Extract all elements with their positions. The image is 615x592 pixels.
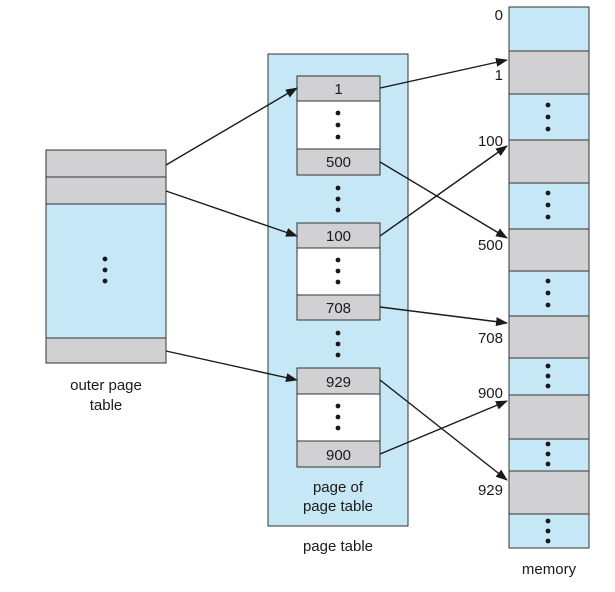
memory-ellipsis-1	[545, 102, 551, 132]
memory-ellipsis-2	[545, 190, 551, 220]
memory-frame-1	[508, 50, 590, 95]
between-pages-ellipsis-1	[335, 185, 341, 213]
outer-entry-2	[45, 176, 167, 205]
arrow-entry-900-to-frame-900	[379, 400, 508, 455]
memory-ellipsis-3	[545, 278, 551, 308]
outer-table-label-line1: outer page	[70, 377, 142, 394]
memory-address-0: 0	[495, 7, 503, 24]
memory-address-1: 1	[495, 67, 503, 84]
arrow-entry-708-to-frame-708	[379, 306, 508, 327]
memory-address-929: 929	[478, 482, 503, 499]
memory-frame-929	[508, 470, 590, 515]
page-3-ellipsis	[335, 403, 341, 431]
arrow-entry-500-to-frame-500	[379, 161, 508, 239]
memory-label: memory	[522, 561, 577, 578]
entry-929-label: 929	[326, 374, 351, 391]
arrow-entry-1-to-frame-1	[379, 57, 508, 89]
memory-ellipsis-6	[545, 518, 551, 544]
memory-address-708: 708	[478, 330, 503, 347]
arrow-entry-100-to-frame-100	[379, 145, 508, 237]
page-of-page-table-label-line2: page table	[303, 498, 373, 515]
memory-frame-100	[508, 139, 590, 184]
arrow-outer-to-page-1	[165, 87, 298, 166]
arrow-outer-to-page-3	[165, 350, 298, 383]
memory-ellipsis-4	[545, 363, 551, 389]
entry-500-label: 500	[326, 154, 351, 171]
memory: 0 1 100 500 708 900 929	[478, 6, 590, 549]
outer-entry-1	[45, 149, 167, 178]
entry-900	[296, 440, 381, 468]
outer-table-label-line2: table	[90, 397, 123, 414]
page-table-label: page table	[303, 538, 373, 555]
memory-address-500: 500	[478, 237, 503, 254]
between-pages-ellipsis-2	[335, 330, 341, 358]
memory-address-900: 900	[478, 385, 503, 402]
outer-entry-last	[45, 337, 167, 364]
memory-ellipsis-5	[545, 441, 551, 467]
memory-frame-500	[508, 228, 590, 272]
arrows	[165, 57, 508, 481]
entry-900-label: 900	[326, 447, 351, 464]
entry-100	[296, 222, 381, 249]
memory-frame-900	[508, 394, 590, 440]
outer-page-table: outer page table	[45, 149, 167, 414]
entry-929	[296, 367, 381, 395]
entry-708-label: 708	[326, 300, 351, 317]
page-of-page-table-label-line1: page of	[313, 479, 364, 496]
memory-address-100: 100	[478, 133, 503, 150]
entry-100-label: 100	[326, 228, 351, 245]
arrow-outer-to-page-2	[165, 190, 298, 237]
entry-500	[296, 148, 381, 176]
memory-frame-708	[508, 315, 590, 359]
outer-ellipsis	[102, 256, 108, 284]
entry-1	[296, 75, 381, 102]
memory-column	[508, 6, 590, 549]
page-2-ellipsis	[335, 257, 341, 285]
arrow-entry-929-to-frame-929	[379, 379, 508, 481]
entry-1-label: 1	[334, 81, 342, 98]
page-1-ellipsis	[335, 110, 341, 140]
page-table: 1 500 100 708 92	[267, 53, 409, 527]
